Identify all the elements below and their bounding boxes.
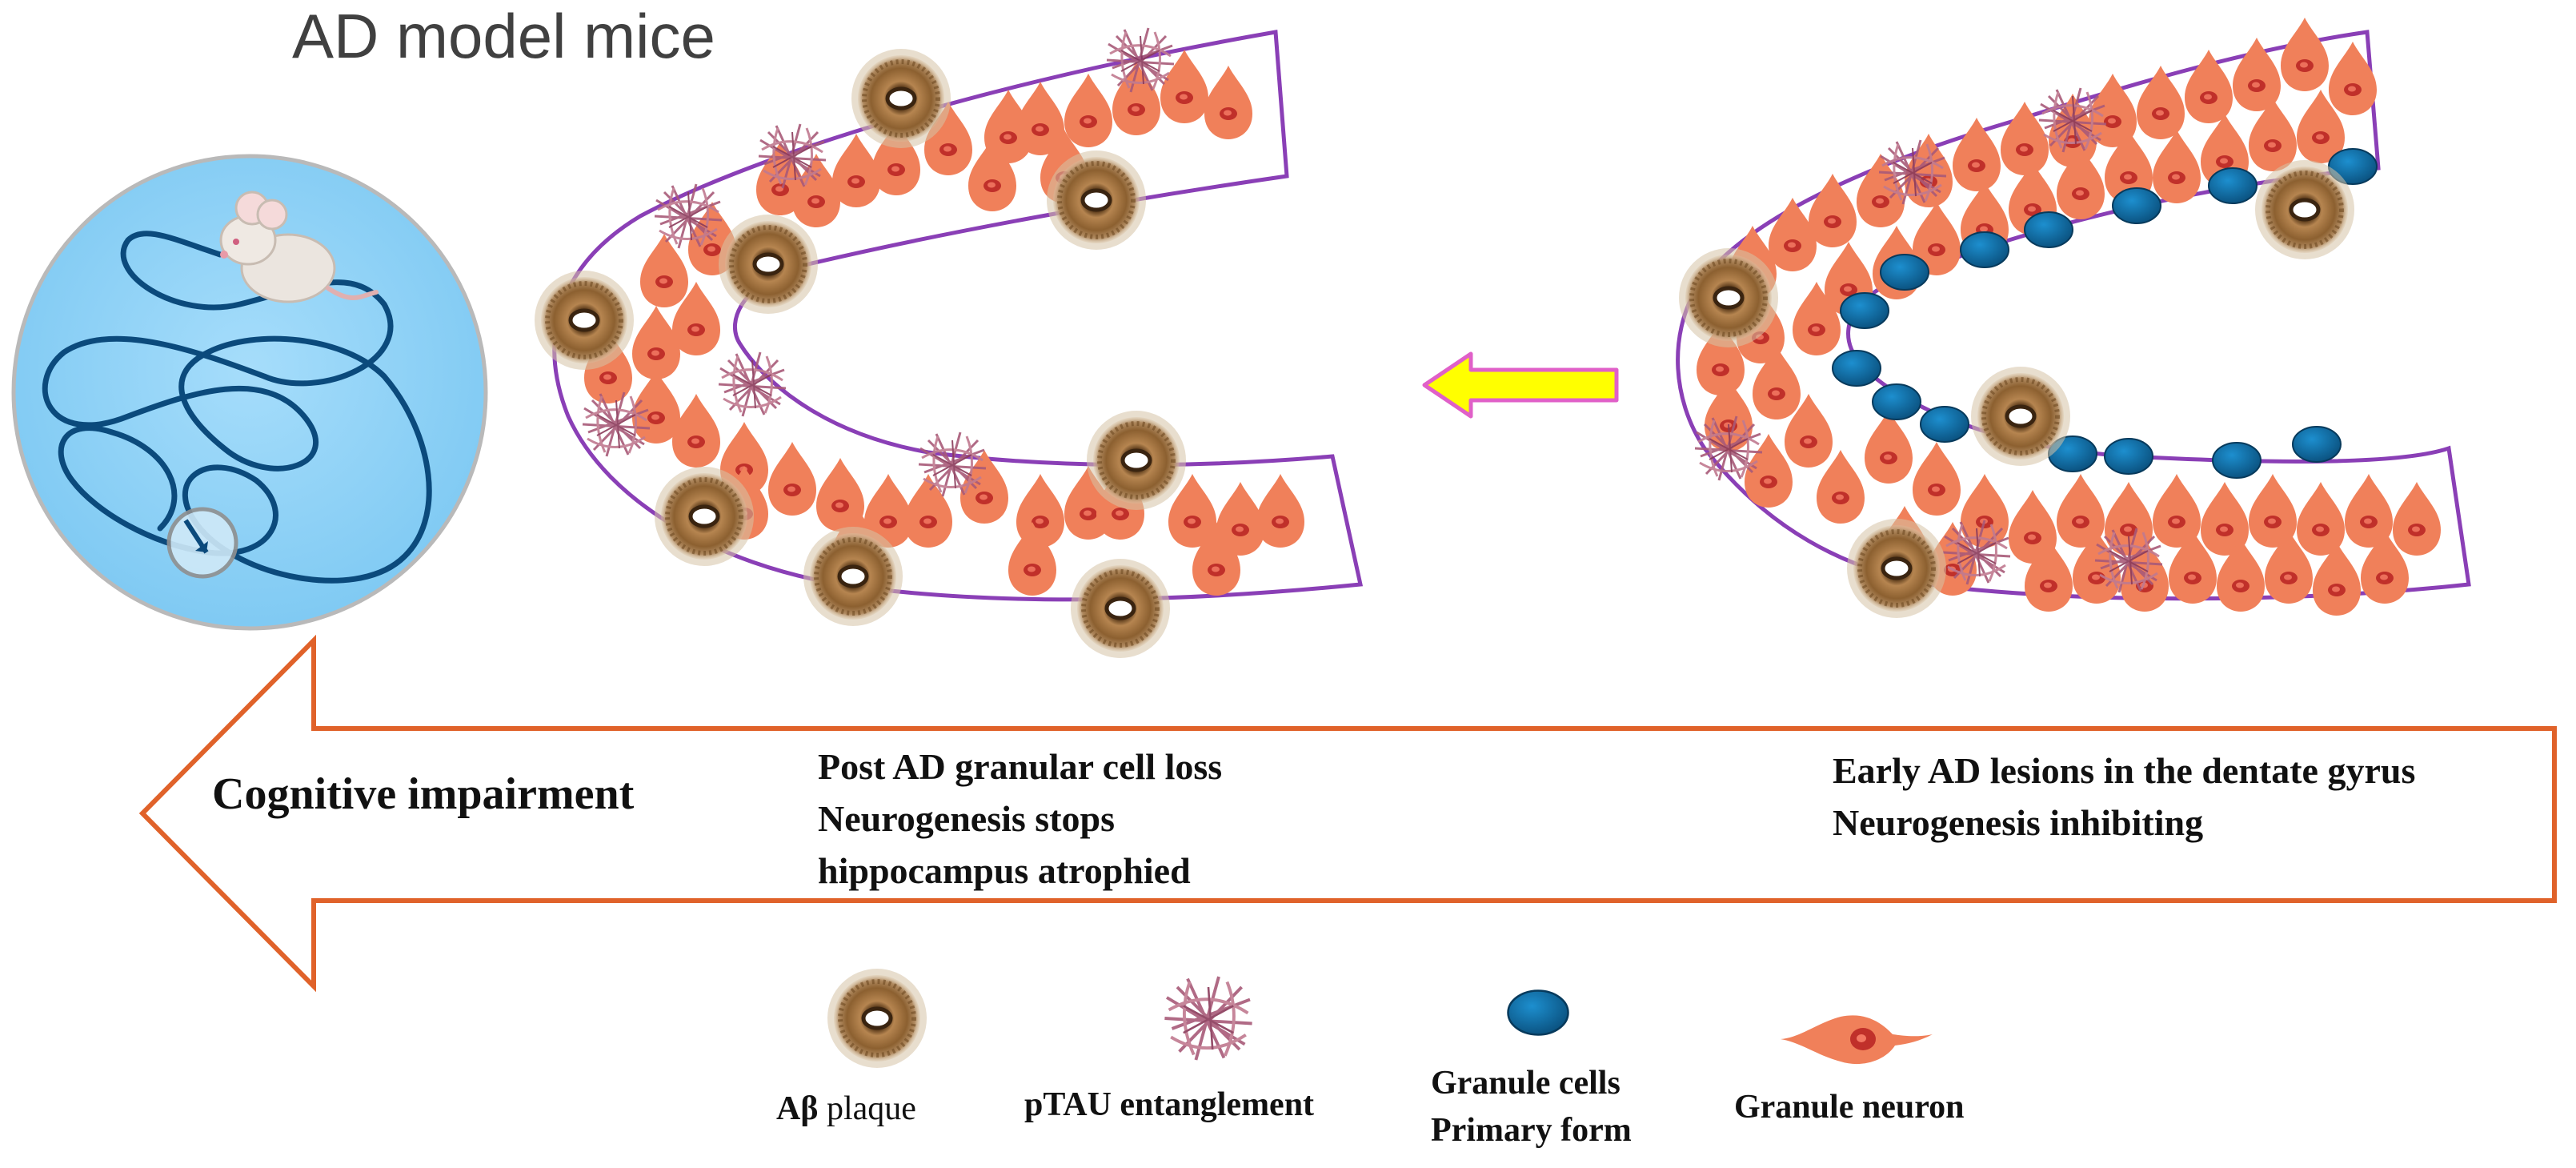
post-ad-line-3: hippocampus atrophied — [818, 850, 1191, 891]
legend-granule-neuron-label: Granule neuron — [1734, 1089, 1964, 1126]
timeline-arrow — [138, 634, 2557, 993]
post-ad-line-2: Neurogenesis stops — [818, 798, 1115, 839]
legend-granule-cells-line1: Granule cells — [1431, 1065, 1621, 1102]
ptau-tangle-icon — [1163, 975, 1254, 1062]
dentate-gyrus-early — [1676, 18, 2471, 618]
page-title: AD model mice — [292, 1, 715, 71]
post-ad-line-1: Post AD granular cell loss — [818, 746, 1222, 787]
legend: Aβ plaque pTAU entanglement Granule cell… — [776, 969, 1964, 1149]
mouse-icon — [219, 191, 379, 303]
legend-plaque-label: Aβ plaque — [776, 1090, 916, 1127]
legend-granule-cells-line2: Primary form — [1431, 1112, 1632, 1149]
cognitive-impairment-label: Cognitive impairment — [212, 769, 635, 819]
dentate-gyrus-late — [535, 26, 1364, 658]
granule-cell-icon — [1507, 989, 1569, 1036]
legend-ptau-label: pTAU entanglement — [1024, 1086, 1314, 1123]
progression-arrow — [1422, 351, 1619, 419]
early-ad-line-2: Neurogenesis inhibiting — [1833, 802, 2203, 843]
granule-neurons-early — [1697, 18, 2441, 616]
water-maze — [11, 154, 488, 631]
granule-neuron-icon — [1781, 1015, 1933, 1065]
early-ad-line-1: Early AD lesions in the dentate gyrus — [1833, 750, 2415, 791]
abeta-plaque-icon — [827, 969, 927, 1068]
